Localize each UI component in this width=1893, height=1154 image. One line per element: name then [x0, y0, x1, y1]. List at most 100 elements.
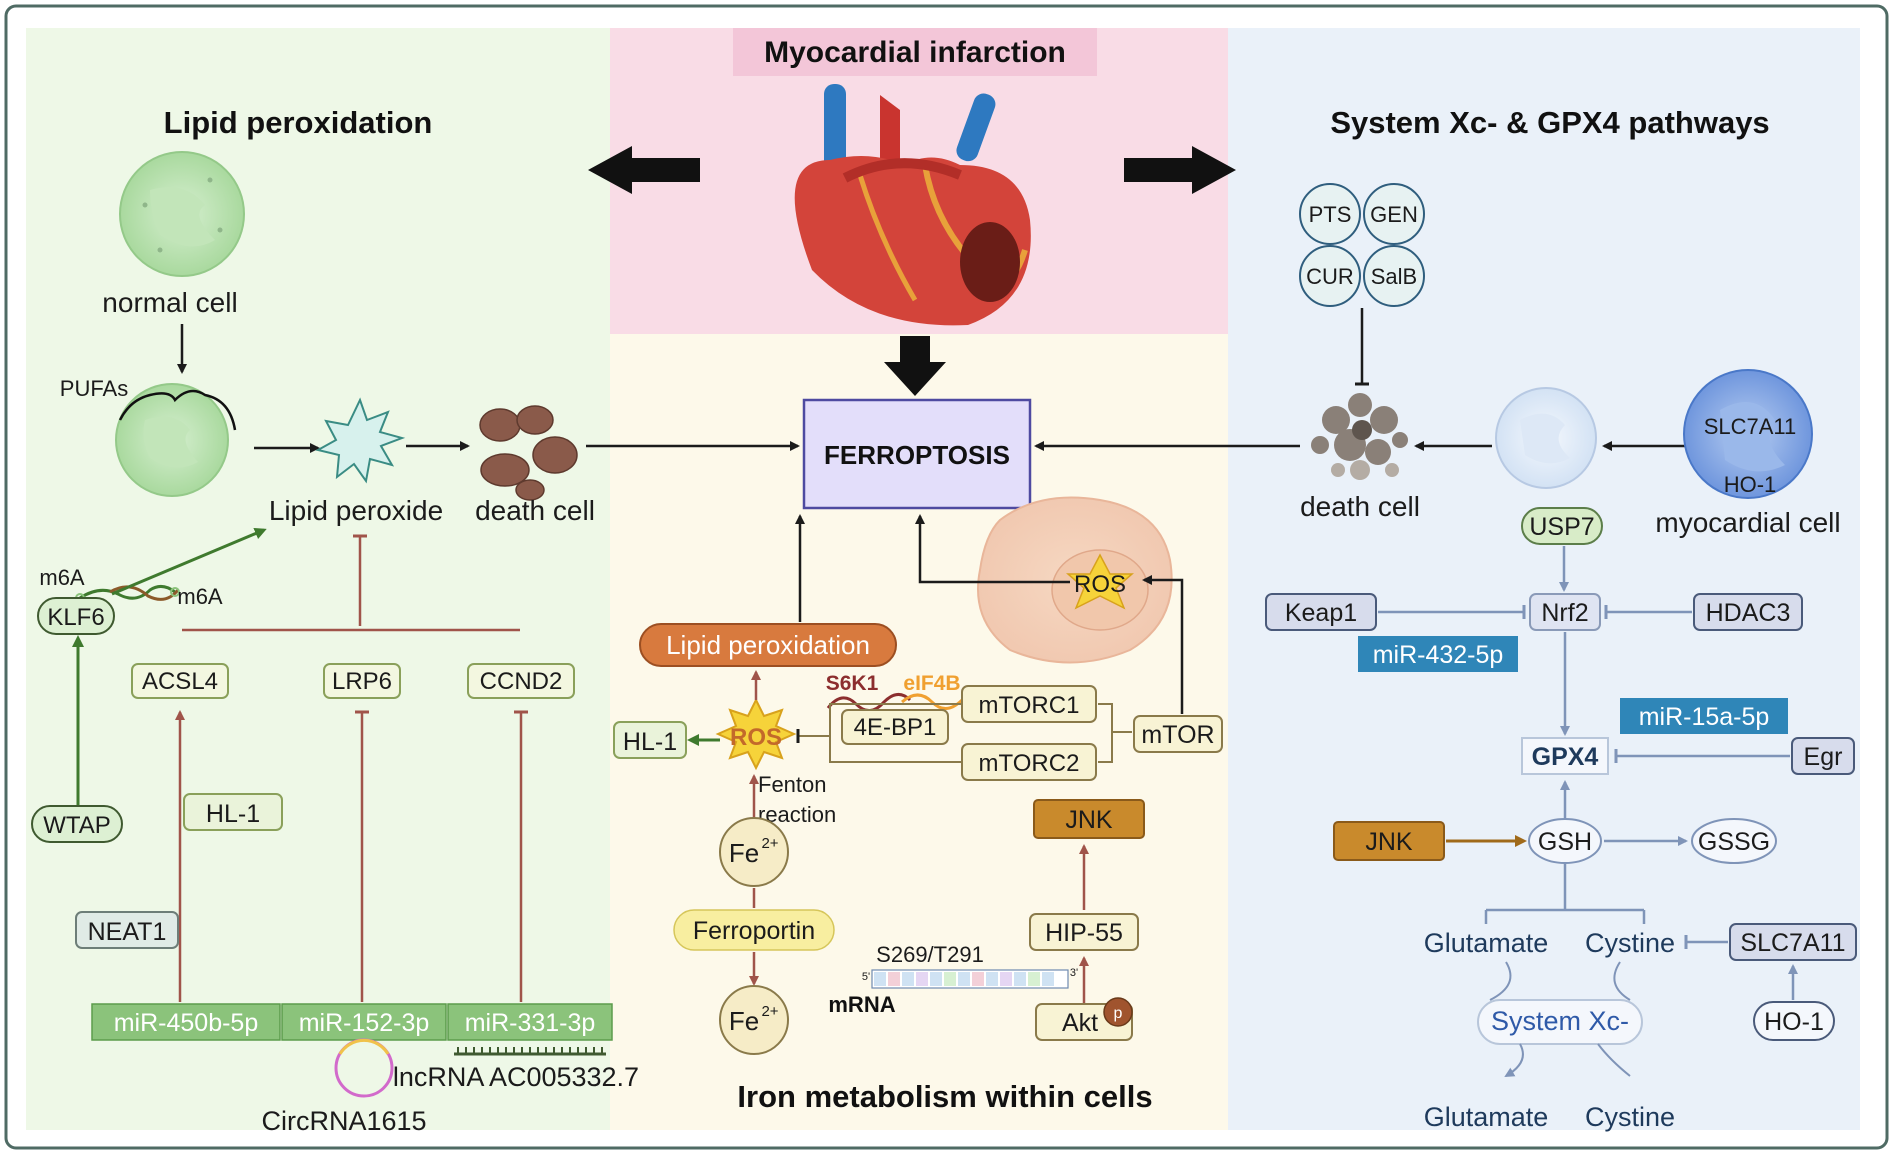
gsh-oval — [1528, 818, 1602, 864]
death-cell-right-label: death cell — [1300, 491, 1420, 522]
egr-label: Egr — [1804, 743, 1843, 771]
jnk-center-label: JNK — [1065, 806, 1113, 834]
gssg-label: GSSG — [1698, 828, 1770, 856]
lncrna-label: lncRNA AC005332.7 — [393, 1062, 639, 1092]
fenton-label-1: Fenton — [758, 772, 827, 797]
line-mtor-bracket — [1098, 703, 1132, 763]
gpx4-box — [1521, 737, 1609, 775]
drug-circles — [1299, 183, 1425, 307]
title-system-xc-gpx4: System Xc- & GPX4 pathways — [1330, 105, 1769, 140]
line-cystine-in — [1613, 961, 1631, 1001]
nrf2-box — [1529, 593, 1601, 631]
mir152-box — [281, 1003, 447, 1041]
egr-box — [1791, 737, 1855, 775]
hip55-box — [1029, 913, 1139, 951]
arrow-klf6-to-peroxide — [111, 527, 267, 596]
five-prime-label: 5' — [862, 971, 870, 983]
left-panel — [26, 28, 610, 1130]
glutamate-top-label: Glutamate — [1424, 928, 1549, 958]
line-glutamate-in — [1489, 961, 1512, 1001]
title-lipid-peroxidation: Lipid peroxidation — [164, 105, 433, 140]
mrna-label: mRNA — [828, 992, 895, 1017]
wtap-label: WTAP — [43, 812, 111, 839]
mrna-strip-icon — [871, 969, 1069, 989]
klf6-box — [37, 597, 115, 635]
arrow-left-big — [588, 146, 700, 194]
mir450-box — [91, 1003, 281, 1041]
lipid-peroxide-icon — [315, 397, 406, 484]
mir432-label: miR-432-5p — [1373, 641, 1504, 669]
arrow-ros-to-ferroptosis — [915, 514, 1070, 584]
inhibit-mtorc-to-ros — [796, 703, 962, 743]
hl1-left-label: HL-1 — [206, 800, 260, 828]
gssg-oval — [1691, 818, 1777, 864]
keap1-label: Keap1 — [1285, 599, 1357, 627]
ros-cell-star-icon — [1066, 553, 1134, 610]
mir331-box — [447, 1003, 613, 1041]
system-xc-box — [1477, 999, 1643, 1045]
hip55-label: HIP-55 — [1045, 919, 1123, 947]
ferroptosis-box — [802, 398, 1032, 510]
wtap-box — [31, 805, 123, 843]
death-cell-right-icon — [1311, 393, 1408, 480]
title-myocardial-infarction: Myocardial infarction — [764, 36, 1066, 69]
mrna-strand-green-icon — [79, 585, 176, 600]
mtor-label: mTOR — [1141, 721, 1214, 749]
usp7-box — [1521, 507, 1603, 545]
title-banner — [733, 28, 1097, 76]
lipid-peroxide-label: Lipid peroxide — [269, 495, 443, 526]
mir432-box — [1358, 636, 1518, 672]
akt-label: Akt — [1062, 1009, 1098, 1037]
ros-center-label: ROS — [730, 724, 782, 751]
arrow-xc-to-glutamate — [1504, 1043, 1524, 1078]
lncrna-comb-icon — [454, 1047, 606, 1056]
lipid-peroxidation-center-label: Lipid peroxidation — [666, 630, 870, 660]
ho1-label: HO-1 — [1764, 1008, 1824, 1036]
system-xc-label: System Xc- — [1491, 1006, 1629, 1036]
hdac3-label: HDAC3 — [1706, 599, 1791, 627]
s6k1-label: S6K1 — [826, 672, 879, 695]
4ebp1-label: 4E-BP1 — [854, 714, 937, 741]
fe-bottom-circle — [719, 985, 789, 1055]
mir15a-box — [1620, 698, 1788, 734]
cur-circle — [1299, 245, 1361, 307]
slc7a11-box — [1729, 923, 1857, 961]
keap1-box — [1265, 593, 1377, 631]
line-mtorc2 — [829, 736, 962, 763]
pts-label: PTS — [1309, 202, 1352, 227]
mir152-label: miR-152-3p — [299, 1009, 430, 1037]
jnk-right-label: JNK — [1365, 828, 1413, 856]
mtorc2-label: mTORC2 — [979, 750, 1080, 777]
m6a-label-2: m6A — [177, 584, 223, 609]
mtorc1-label: mTORC1 — [979, 692, 1080, 719]
fe-top-circle — [719, 817, 789, 887]
4ebp1-box — [841, 709, 949, 745]
gsh-bracket — [1484, 864, 1646, 924]
arrow-down-big — [884, 336, 946, 396]
mir450-label: miR-450b-5p — [114, 1009, 259, 1037]
line-xc-to-cystine — [1597, 1043, 1631, 1077]
klf6-label: KLF6 — [47, 604, 104, 631]
three-prime-label: 3' — [1070, 967, 1078, 979]
pufa-cell-icon — [115, 383, 237, 497]
neat1-box — [75, 911, 179, 949]
fe-top-label: Fe — [729, 838, 759, 868]
arrow-mtor-to-ros — [1142, 575, 1184, 714]
title-iron-metabolism: Iron metabolism within cells — [737, 1079, 1152, 1114]
lrp6-label: LRP6 — [332, 668, 392, 695]
mir15a-label: miR-15a-5p — [1639, 703, 1770, 731]
hdac3-box — [1693, 593, 1803, 631]
hl1-center-box — [613, 721, 687, 759]
lrp6-box — [323, 663, 401, 699]
slc7a11-label: SLC7A11 — [1740, 929, 1845, 957]
fe-top-sup: 2+ — [761, 835, 778, 852]
nrf2-label: Nrf2 — [1541, 599, 1588, 627]
salb-circle — [1363, 245, 1425, 307]
ferroptosis-label: FERROPTOSIS — [824, 440, 1010, 470]
arrow-right-big — [1124, 146, 1236, 194]
ccnd2-box — [467, 663, 575, 699]
eif4b-strand-icon — [901, 693, 964, 710]
eif4b-label: eIF4B — [903, 672, 960, 695]
circrna-label: CircRNA1615 — [261, 1106, 426, 1136]
